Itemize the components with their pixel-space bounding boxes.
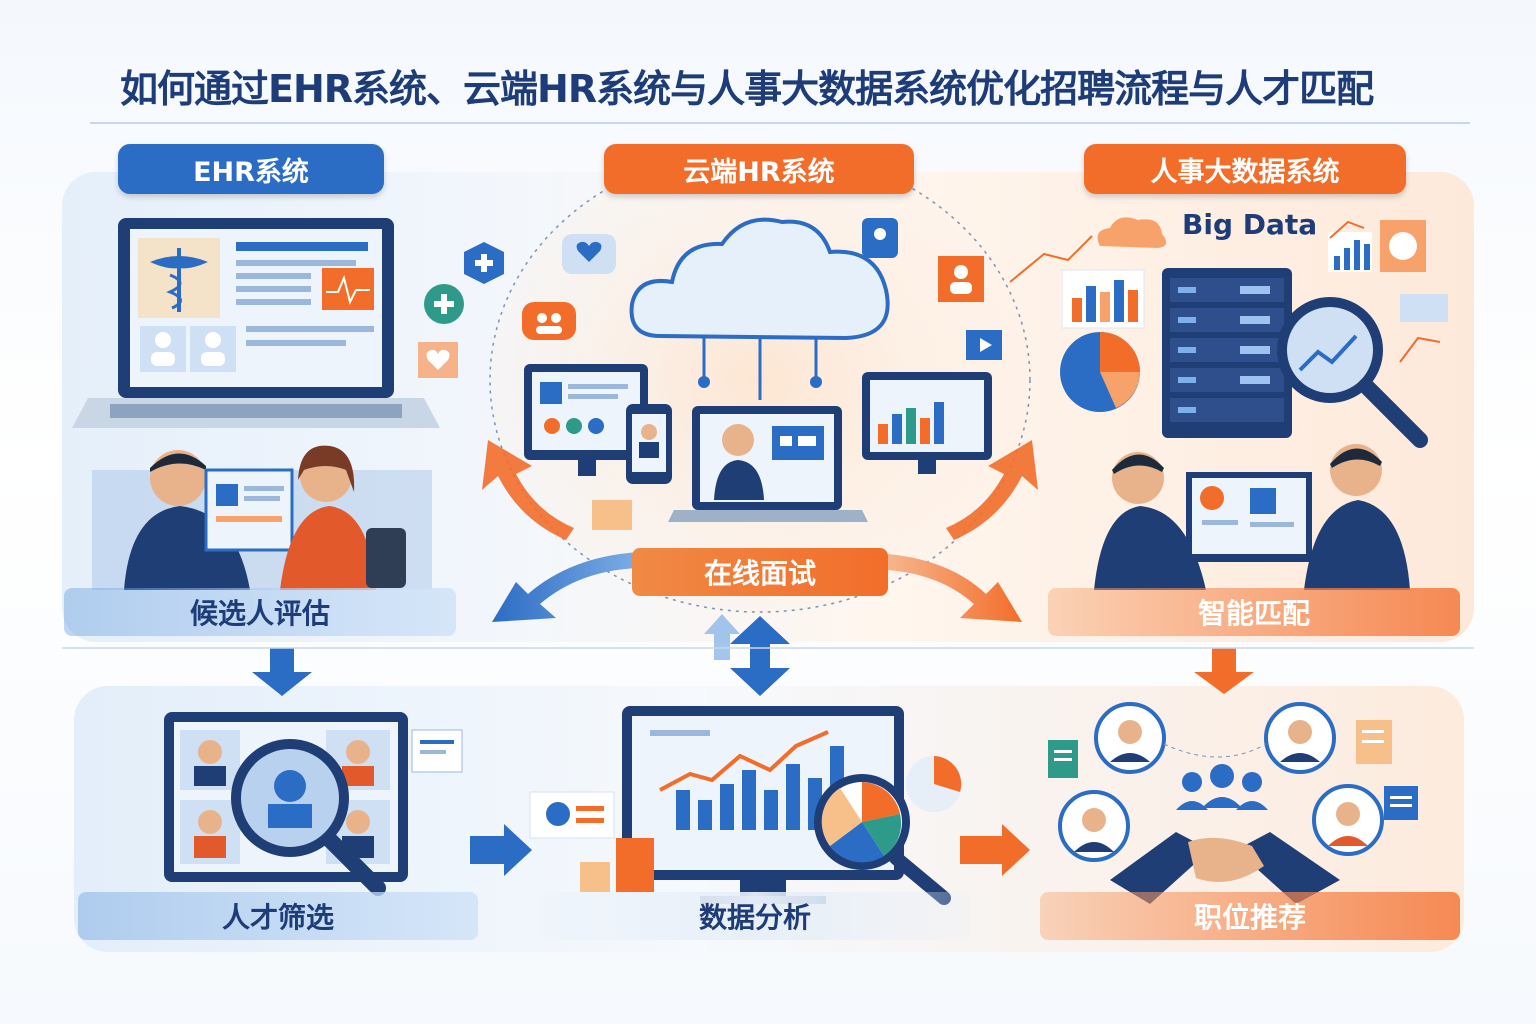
bar-chart-icon <box>1061 220 1426 329</box>
step-job-recommendation: 职位推荐 <box>1040 892 1460 940</box>
server-rack-icon <box>1162 268 1292 438</box>
cloud-small-icons <box>522 218 1002 360</box>
big-data-system-label: 人事大数据系统 <box>1084 144 1406 194</box>
arrow-to-job-recommendation <box>960 824 1030 876</box>
step-talent-screening: 人才筛选 <box>78 892 478 940</box>
document-icon <box>1048 720 1418 820</box>
arrow-to-data-analysis <box>470 824 532 876</box>
cloud-devices <box>524 364 992 530</box>
big-data-caption: Big Data <box>1182 208 1318 241</box>
down-arrow-right <box>1194 648 1254 694</box>
trend-lines <box>1009 220 1448 363</box>
step-data-analysis: 数据分析 <box>540 892 970 940</box>
cloud-side-arrow-right <box>946 440 1038 540</box>
cloud-side-arrow-left <box>482 440 574 540</box>
heart-icon <box>418 342 458 378</box>
data-analysis-illustration <box>529 706 962 905</box>
cloud-small-orange <box>1097 217 1167 248</box>
plus-icon <box>424 242 504 324</box>
step-smart-matching: 智能匹配 <box>1048 588 1460 636</box>
magnifier-icon <box>1277 297 1428 448</box>
medical-caduceus-icon <box>150 248 208 312</box>
updown-arrow-center <box>704 614 790 696</box>
title-divider <box>90 122 1470 124</box>
cloud-icon <box>629 217 890 400</box>
cloud-hr-system-label: 云端HR系统 <box>604 144 914 194</box>
bigdata-meeting-illustration <box>1094 444 1410 590</box>
ehr-laptop <box>72 218 440 428</box>
ehr-meeting-illustration <box>92 445 432 590</box>
step-online-interview: 在线面试 <box>632 548 888 596</box>
people-group-icon <box>1176 764 1268 810</box>
step-candidate-assessment: 候选人评估 <box>64 588 456 636</box>
talent-screening-illustration <box>164 712 463 896</box>
handshake-icon <box>1110 832 1340 904</box>
job-recommendation-illustration <box>1048 702 1418 904</box>
down-arrow-left <box>252 648 312 696</box>
ehr-system-label: EHR系统 <box>118 144 384 194</box>
arrow-to-smart-matching <box>888 554 1022 622</box>
page-title: 如何通过EHR系统、云端HR系统与人事大数据系统优化招聘流程与人才匹配 <box>120 67 1374 111</box>
arrow-to-candidate-assessment <box>492 552 640 622</box>
pie-chart-icon <box>1060 332 1140 412</box>
